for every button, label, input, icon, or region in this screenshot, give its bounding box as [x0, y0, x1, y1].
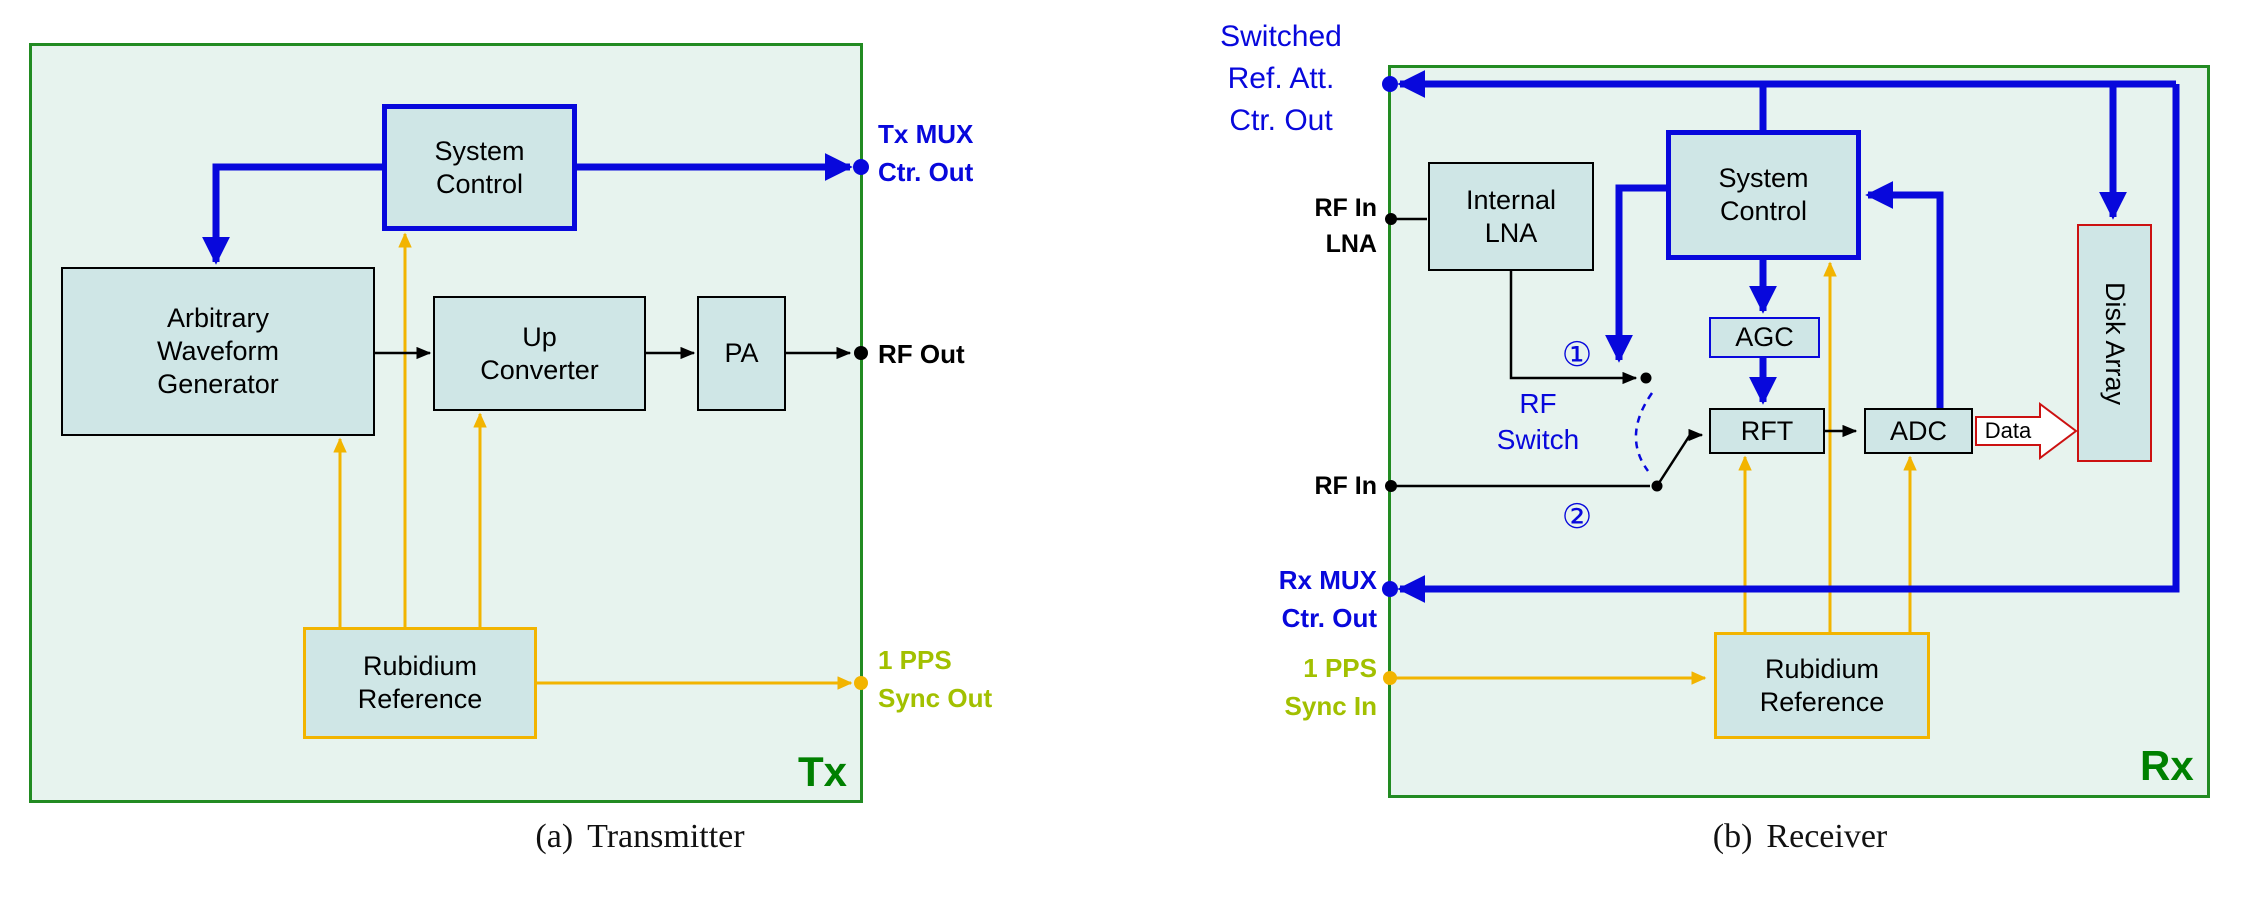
- rf-switch-label-line: Switch: [1496, 424, 1580, 456]
- block-up-converter: Up Converter: [433, 296, 646, 411]
- block-rubidium-reference-rx: Rubidium Reference: [1714, 632, 1930, 739]
- block-internal-lna: Internal LNA: [1428, 162, 1594, 271]
- port-label-tx-mux-ctr-out: Tx MUX Ctr. Out: [878, 116, 973, 191]
- block-label-line: Control: [1719, 196, 1808, 226]
- block-system-control-tx: System Control: [382, 104, 577, 231]
- block-rft: RFT: [1709, 408, 1825, 454]
- port-label-line: Ref. Att.: [1227, 62, 1335, 95]
- port-label-rf-out: RF Out: [878, 339, 965, 369]
- port-label-line: Ctr. Out: [1229, 104, 1333, 137]
- port-label-line: Sync In: [1284, 690, 1377, 721]
- port-label-line: 1 PPS: [1303, 653, 1377, 683]
- port-label-line: Sync Out: [878, 682, 993, 713]
- block-label-line: System: [1718, 163, 1809, 194]
- port-label-line: RF In: [1314, 194, 1378, 222]
- port-label-line: Rx MUX: [1278, 565, 1377, 595]
- caption-index: (b): [1712, 818, 1753, 855]
- block-label-line: RFT: [1740, 415, 1794, 446]
- block-arbitrary-waveform-generator: Arbitrary Waveform Generator: [61, 267, 375, 436]
- port-label-rf-in: RF In: [1314, 472, 1378, 500]
- port-label-line: 1 PPS: [878, 645, 952, 675]
- block-label-line: Internal: [1465, 184, 1557, 215]
- block-label-line: Generator: [157, 368, 279, 399]
- block-label-line: Rubidium: [362, 651, 478, 682]
- block-label-line: ADC: [1889, 415, 1947, 446]
- block-label-line: Waveform: [156, 336, 279, 367]
- block-label-line: Converter: [480, 354, 599, 385]
- port-label-line: Tx MUX: [878, 119, 974, 149]
- block-agc: AGC: [1709, 317, 1820, 358]
- rf-switch-label-line: RF: [1519, 388, 1557, 419]
- port-label-line: Ctr. Out: [1281, 602, 1377, 633]
- corner-tag-rx: Rx: [2140, 742, 2194, 789]
- port-label-switched-ref-att-ctr-out: Switched Ref. Att. Ctr. Out: [1175, 16, 1387, 142]
- block-label-line: Control: [435, 168, 524, 199]
- block-system-control-rx: System Control: [1666, 130, 1861, 260]
- data-arrow-label: Data: [1984, 418, 2032, 443]
- port-label-rx-mux-ctr-out: Rx MUX Ctr. Out: [1207, 562, 1377, 637]
- block-label-line: AGC: [1735, 322, 1794, 353]
- port-label-pps-sync-out: 1 PPS Sync Out: [878, 642, 992, 717]
- corner-tag-tx: Tx: [798, 748, 848, 795]
- block-label-line: Up: [522, 321, 557, 352]
- caption-title: Receiver: [1766, 818, 1888, 855]
- block-label-line: PA: [724, 338, 759, 369]
- port-label-rf-in-lna: RF In LNA: [1207, 190, 1378, 263]
- rf-switch-label: RF Switch: [1468, 386, 1608, 459]
- block-label-line: Arbitrary: [166, 303, 269, 334]
- block-rubidium-reference-tx: Rubidium Reference: [303, 627, 537, 739]
- caption-title: Transmitter: [587, 818, 745, 855]
- switch-position-2-badge: ②: [1561, 498, 1593, 536]
- block-label-line: LNA: [1484, 217, 1538, 248]
- switch-position-1-badge: ①: [1561, 336, 1593, 374]
- block-label-line: Reference: [1759, 686, 1885, 717]
- caption-receiver: (b) Receiver: [1580, 818, 2020, 856]
- block-label-line: Reference: [357, 684, 483, 714]
- block-pa: PA: [697, 296, 786, 411]
- block-label-vertical: Disk Array: [2099, 281, 2130, 405]
- block-disk-array: Disk Array: [2077, 224, 2152, 462]
- block-label-line: Rubidium: [1764, 653, 1880, 684]
- caption-index: (a): [535, 818, 574, 855]
- caption-transmitter: (a) Transmitter: [420, 818, 860, 856]
- block-label-line: System: [434, 135, 525, 166]
- block-adc: ADC: [1864, 408, 1973, 454]
- port-label-line: Ctr. Out: [878, 156, 974, 187]
- port-label-pps-sync-in: 1 PPS Sync In: [1207, 650, 1377, 725]
- port-label-line: Switched: [1220, 20, 1342, 53]
- port-label-line: LNA: [1325, 230, 1377, 259]
